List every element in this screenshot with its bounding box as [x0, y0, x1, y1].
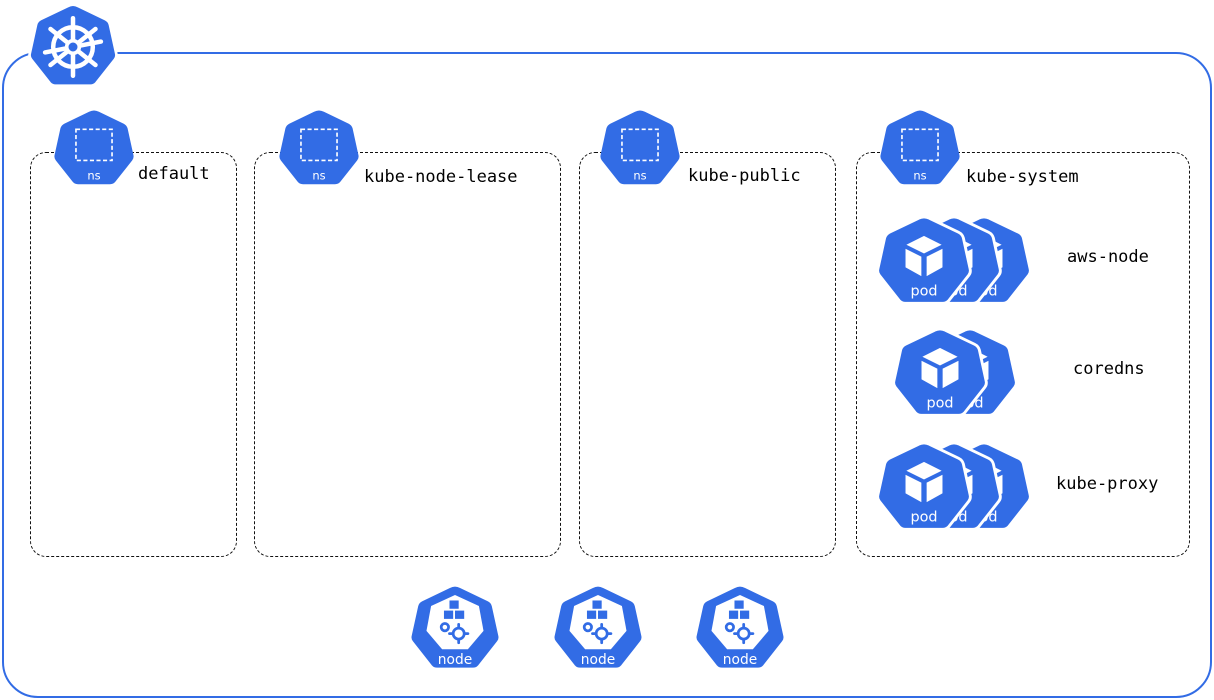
pod-icon: pod: [876, 440, 972, 536]
namespace-icon-label: ns: [312, 168, 325, 182]
namespace-icon-label: ns: [633, 168, 646, 182]
namespace-box-kube-system: [856, 152, 1190, 557]
node-label: node: [723, 652, 757, 668]
pod-stack-coredns: podpod: [892, 326, 1022, 422]
pod-label: pod: [910, 510, 937, 526]
namespace-icon: ns: [51, 108, 137, 190]
pod-label: pod: [910, 284, 937, 300]
pod-icon: pod: [876, 214, 972, 310]
workload-label-aws-node: aws-node: [1067, 247, 1149, 267]
node-icon: node: [409, 583, 501, 675]
namespace-label-kube-system: kube-system: [966, 167, 1079, 187]
workload-label-kube-proxy: kube-proxy: [1056, 474, 1159, 494]
pod-icon: pod: [892, 326, 988, 422]
namespace-icon: ns: [276, 108, 362, 190]
namespace-icon: ns: [597, 108, 683, 190]
namespace-icon-label: ns: [913, 168, 926, 182]
namespace-box-kube-public: [579, 152, 836, 557]
pod-stack-kube-proxy: podpodpod: [876, 440, 1036, 536]
namespace-icon-label: ns: [87, 168, 100, 182]
node-label: node: [581, 652, 615, 668]
namespace-label-kube-public: kube-public: [688, 166, 801, 186]
kubernetes-helm-wheel-icon: [26, 2, 120, 92]
node-label: node: [438, 652, 472, 668]
namespace-box-default: [30, 152, 237, 557]
node-icon: node: [694, 583, 786, 675]
pod-stack-aws-node: podpodpod: [876, 214, 1036, 310]
pod-label: pod: [926, 396, 953, 412]
node-icon: node: [552, 583, 644, 675]
namespace-icon: ns: [877, 108, 963, 190]
namespace-label-kube-node-lease: kube-node-lease: [364, 167, 518, 187]
workload-label-coredns: coredns: [1073, 359, 1145, 379]
namespace-box-kube-node-lease: [254, 152, 561, 557]
namespace-label-default: default: [138, 164, 210, 184]
